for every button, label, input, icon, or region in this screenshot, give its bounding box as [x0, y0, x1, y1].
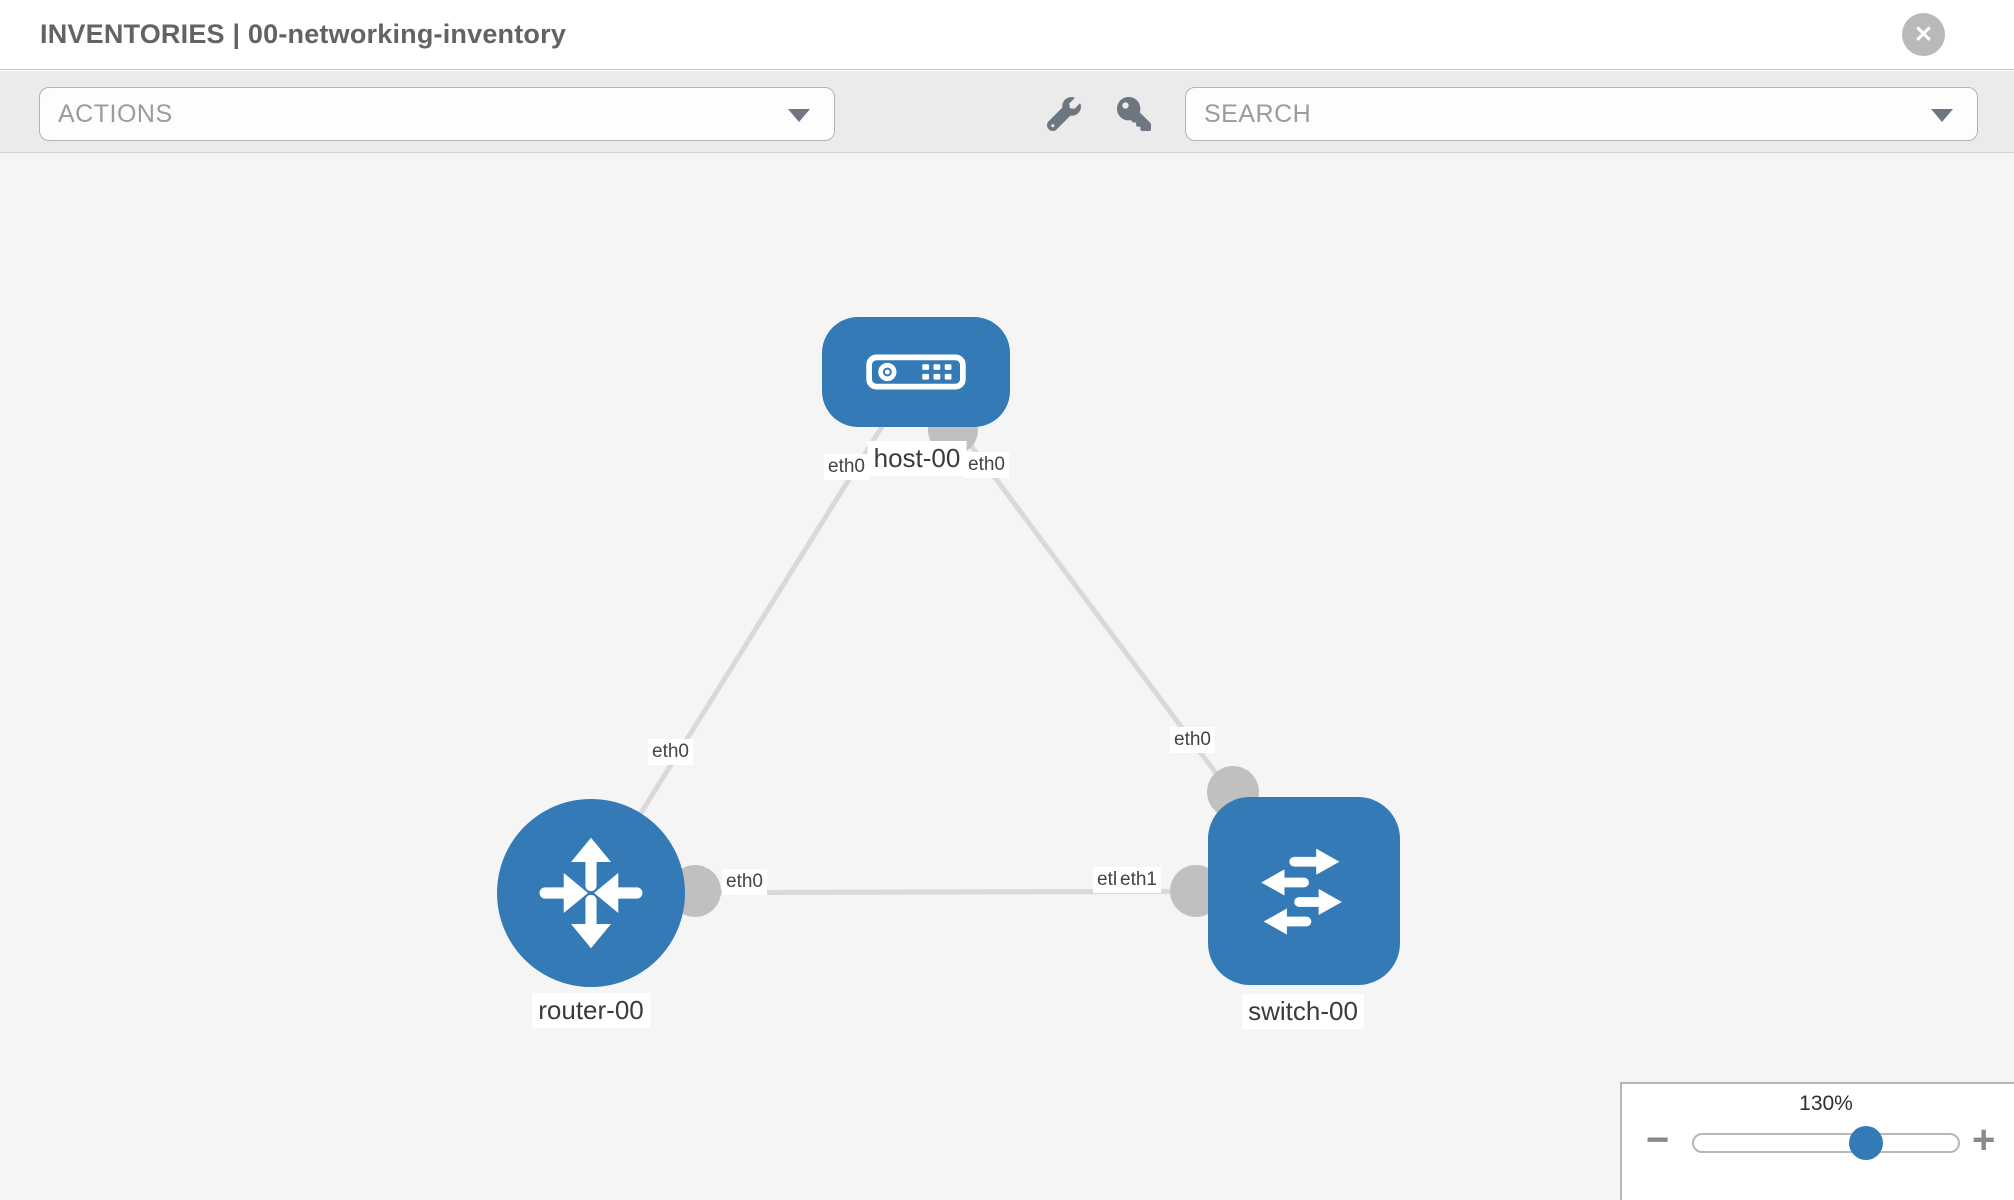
switch-icon [1261, 848, 1342, 935]
port-label-host-right: eth0 [964, 452, 1009, 478]
port-label-router-upper: eth0 [648, 739, 693, 765]
zoom-level-value: 130% [1799, 1092, 1853, 1115]
node-label-host: host-00 [867, 441, 967, 476]
close-icon[interactable]: ✕ [1902, 13, 1945, 56]
router-icon [539, 837, 643, 949]
zoom-out-icon[interactable]: − [1646, 1118, 1670, 1162]
node-switch-00[interactable] [1208, 797, 1400, 985]
search-dropdown[interactable]: SEARCH [1185, 87, 1978, 141]
port-label-host-left: eth0 [824, 454, 869, 480]
actions-dropdown[interactable]: ACTIONS [39, 87, 835, 141]
node-label-switch: switch-00 [1242, 994, 1364, 1029]
port-label-switch-upper: eth0 [1170, 727, 1215, 753]
zoom-in-icon[interactable]: + [1972, 1118, 1996, 1162]
page-title: INVENTORIES | 00-networking-inventory [40, 19, 567, 49]
chevron-down-icon [1931, 109, 1953, 122]
search-dropdown-label: SEARCH [1204, 100, 1312, 128]
toolbar: ACTIONS SEARCH [0, 71, 2014, 153]
topology-edges [588, 370, 1307, 917]
node-router-00[interactable] [497, 799, 685, 987]
actions-dropdown-label: ACTIONS [58, 100, 173, 128]
wrench-icon[interactable] [1047, 97, 1081, 131]
host-icon [866, 354, 966, 390]
key-icon[interactable] [1117, 97, 1151, 131]
zoom-slider-handle[interactable] [1849, 1126, 1883, 1160]
zoom-slider[interactable] [1692, 1126, 1960, 1160]
port-label-switch-left-eth1: eth1 [1116, 867, 1161, 893]
zoom-control-panel: 130% − + [1620, 1082, 2014, 1200]
node-label-router: router-00 [532, 993, 650, 1028]
header-bar: INVENTORIES | 00-networking-inventory ✕ [0, 0, 2014, 70]
node-host-00[interactable] [822, 317, 1010, 427]
port-label-router-right: eth0 [722, 869, 767, 895]
topology-canvas[interactable]: host-00 router-00 switch-00 eth0 eth0 et… [0, 153, 2014, 1200]
chevron-down-icon [788, 109, 810, 122]
